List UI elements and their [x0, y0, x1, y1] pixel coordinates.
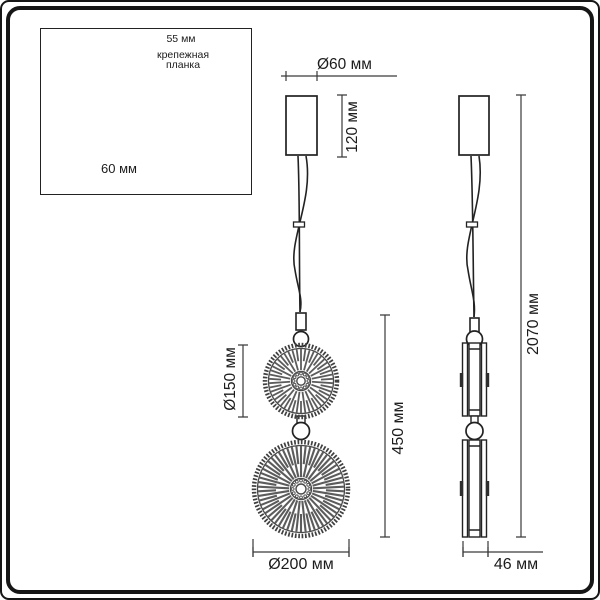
shade-clip-left [459, 373, 464, 387]
dim-overall-height [516, 94, 526, 538]
cord-connector-front [295, 312, 307, 331]
deco-ball-lower-side [465, 421, 484, 441]
dim-shade-stack-height [380, 314, 390, 538]
small-shade-side-profile [459, 342, 490, 417]
canopy-top-width-label: 60 мм [101, 161, 137, 176]
front-view [238, 71, 397, 557]
dim-canopy-diameter [281, 71, 397, 81]
canopy-height-label: 120 мм [344, 101, 361, 153]
mount-plate-label-line1: крепежная [156, 49, 210, 61]
mounting-detail-inset [40, 28, 252, 195]
hole-spacing-label: 55 мм [166, 33, 196, 45]
small-shade-diameter-label: Ø150 мм [222, 347, 239, 411]
large-shade-side-profile [459, 439, 490, 538]
sunburst-shades [251, 342, 351, 539]
dim-large-shade-diameter [252, 539, 350, 557]
dim-canopy-height [337, 94, 347, 158]
side-view [458, 94, 543, 557]
shade-stack-height-label: 450 мм [390, 401, 407, 455]
cord-connector-side [469, 317, 480, 333]
large-shade-diameter-label: Ø200 мм [268, 556, 334, 573]
shade-clip-right [485, 373, 490, 387]
shade-clip-left [459, 481, 464, 496]
shade-clip-right [485, 481, 490, 496]
overall-height-label: 2070 мм [525, 292, 542, 356]
small-sunburst-shade [262, 342, 340, 420]
dim-small-shade-diameter [238, 344, 248, 418]
mount-plate-label-line2: планка [165, 59, 201, 71]
canopy-diameter-label: Ø60 мм [317, 56, 372, 73]
cord-clamp-side [465, 221, 479, 228]
canopy-side [458, 95, 490, 156]
cord-clamp-front [292, 221, 306, 228]
canopy-front [285, 95, 318, 156]
deco-ball-lower-front [291, 421, 311, 441]
deco-ball-upper-front [292, 330, 310, 348]
large-sunburst-shade [251, 439, 351, 539]
shade-depth-label: 46 мм [493, 556, 539, 573]
suspension-cord-front [292, 155, 309, 313]
dim-shade-depth [462, 541, 543, 557]
suspension-cord-side [465, 155, 481, 318]
